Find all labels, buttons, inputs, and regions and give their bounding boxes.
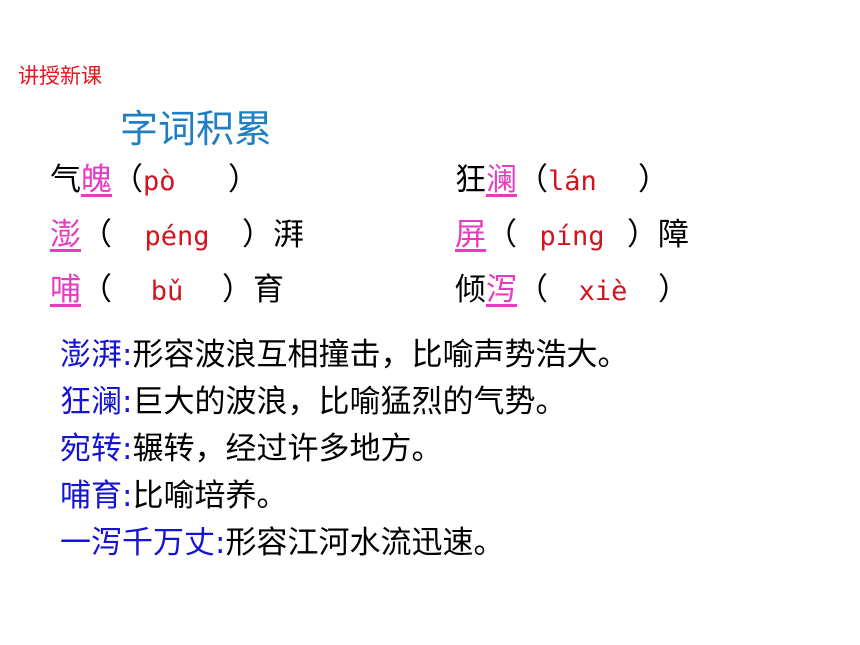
vocab-open-paren: （ — [81, 217, 112, 253]
vocab-pinyin: lán — [548, 166, 597, 197]
vocab-close-paren: ） — [627, 217, 658, 253]
vocab-prefix: 气 — [50, 162, 81, 198]
definition-colon: : — [215, 525, 226, 561]
definition-term: 一泻千万丈 — [60, 525, 215, 561]
vocab-pinyin: pò — [143, 166, 176, 197]
vocab-highlight-char: 屏 — [455, 217, 486, 253]
vocab-open-paren: （ — [81, 272, 112, 308]
definition-line: 哺育:比喻培养。 — [60, 476, 287, 516]
vocab-close-paren: ） — [242, 217, 273, 253]
vocab-highlight-char: 澎 — [50, 217, 81, 253]
vocab-highlight-char: 哺 — [50, 272, 81, 308]
vocab-suffix: 湃 — [273, 217, 304, 253]
definition-colon: : — [122, 478, 133, 514]
vocab-item: 狂澜（lán ） — [455, 160, 669, 202]
vocab-close-paren: ） — [222, 272, 253, 308]
vocab-close-paren: ） — [638, 162, 669, 198]
vocab-open-paren: （ — [517, 272, 548, 308]
vocab-highlight-char: 魄 — [81, 162, 112, 198]
vocab-prefix: 倾 — [455, 272, 486, 308]
vocab-open-paren: （ — [112, 162, 143, 198]
definition-colon: : — [122, 384, 133, 420]
vocab-highlight-char: 澜 — [486, 162, 517, 198]
definition-colon: : — [122, 337, 133, 373]
definition-text: 比喻培养。 — [132, 478, 288, 514]
definition-text: 形容波浪互相撞击，比喻声势浩大。 — [132, 337, 629, 373]
definition-line: 澎湃:形容波浪互相撞击，比喻声势浩大。 — [60, 335, 628, 375]
vocab-close-paren: ） — [228, 162, 259, 198]
vocab-pinyin: píng — [539, 221, 605, 252]
definition-term: 澎湃 — [60, 337, 122, 373]
vocab-open-paren: （ — [486, 217, 517, 253]
definition-colon: : — [122, 431, 133, 467]
definition-term: 宛转 — [60, 431, 122, 467]
section-tag: 讲授新课 — [18, 64, 102, 88]
definition-text: 辗转，经过许多地方。 — [132, 431, 443, 467]
vocab-pinyin: péng — [144, 221, 210, 252]
definition-term: 狂澜 — [60, 384, 122, 420]
definition-line: 宛转:辗转，经过许多地方。 — [60, 429, 442, 469]
vocab-item: 澎（ péng ）湃 — [50, 215, 304, 257]
definition-text: 形容江河水流迅速。 — [225, 525, 505, 561]
definition-term: 哺育 — [60, 478, 122, 514]
vocab-item: 气魄（pò ） — [50, 160, 259, 202]
vocab-highlight-char: 泻 — [486, 272, 517, 308]
definition-text: 巨大的波浪，比喻猛烈的气势。 — [132, 384, 567, 420]
vocab-item: 哺（ bǔ ）育 — [50, 270, 284, 312]
vocab-item: 屏（ píng ）障 — [455, 215, 689, 257]
vocab-suffix: 障 — [658, 217, 689, 253]
vocab-item: 倾泻（ xiè ） — [455, 270, 689, 312]
page-title: 字词积累 — [120, 107, 273, 151]
vocab-prefix: 狂 — [455, 162, 486, 198]
vocab-close-paren: ） — [658, 272, 689, 308]
definition-line: 狂澜:巨大的波浪，比喻猛烈的气势。 — [60, 382, 566, 422]
vocab-suffix: 育 — [253, 272, 284, 308]
vocab-pinyin: bǔ — [150, 276, 184, 307]
definition-line: 一泻千万丈:形容江河水流迅速。 — [60, 523, 504, 563]
vocab-open-paren: （ — [517, 162, 548, 198]
vocab-pinyin: xiè — [578, 276, 628, 307]
